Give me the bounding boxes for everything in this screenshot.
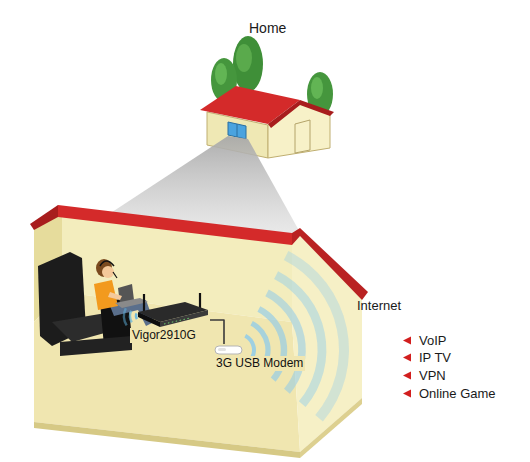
device-label: Vigor2910G <box>130 328 198 343</box>
router-icon <box>130 292 210 328</box>
modem-drawing <box>214 344 244 356</box>
service-item: Online Game <box>419 385 496 402</box>
service-item: VPN <box>419 367 446 384</box>
wave-band <box>265 290 305 394</box>
router-device: Vigor2910G <box>130 292 210 343</box>
scene-title: Home <box>249 20 286 37</box>
big-house <box>30 205 368 458</box>
network-label: Internet <box>357 297 401 314</box>
cable-connector <box>210 320 224 344</box>
wave-band <box>274 271 326 407</box>
modem-device: 3G USB Modem <box>214 344 305 371</box>
router-drawing-part <box>199 293 201 308</box>
armchair-part <box>60 336 132 356</box>
wireless-waves <box>123 251 349 421</box>
wave-band <box>123 308 128 326</box>
router-drawing-part <box>160 310 208 327</box>
list-bullets-part <box>403 337 411 345</box>
device-label: 3G USB Modem <box>214 356 305 371</box>
list-bullets-part <box>403 390 411 398</box>
modem-icon <box>214 344 305 356</box>
router-drawing-part <box>164 318 190 324</box>
router-drawing-part <box>138 312 160 327</box>
wave-band <box>284 251 349 421</box>
service-item: VoIP <box>419 332 446 349</box>
small-house-part <box>295 120 310 153</box>
service-item: IP TV <box>419 349 451 366</box>
wave-band <box>135 313 138 320</box>
person-with-laptop-part <box>100 261 114 266</box>
big-house-part <box>34 422 300 458</box>
trees-part <box>233 36 263 92</box>
small-house-part <box>237 124 238 137</box>
trees-part <box>215 63 227 85</box>
small-house-part <box>200 86 300 124</box>
big-house-part <box>30 205 58 230</box>
big-house-part <box>58 205 292 245</box>
person-with-laptop-part <box>113 272 117 278</box>
trees-part <box>236 44 252 72</box>
trees-part <box>311 77 323 99</box>
person-with-laptop-part <box>108 292 122 300</box>
modem-drawing-part <box>218 348 226 351</box>
router-drawing <box>130 292 210 328</box>
list-bullets-part <box>403 354 411 362</box>
list-bullets <box>403 337 411 398</box>
list-bullets-part <box>403 372 411 380</box>
person-with-laptop-part <box>102 266 114 278</box>
wave-band <box>129 310 133 323</box>
router-drawing-part <box>143 294 145 313</box>
modem-drawing-part <box>215 346 242 354</box>
